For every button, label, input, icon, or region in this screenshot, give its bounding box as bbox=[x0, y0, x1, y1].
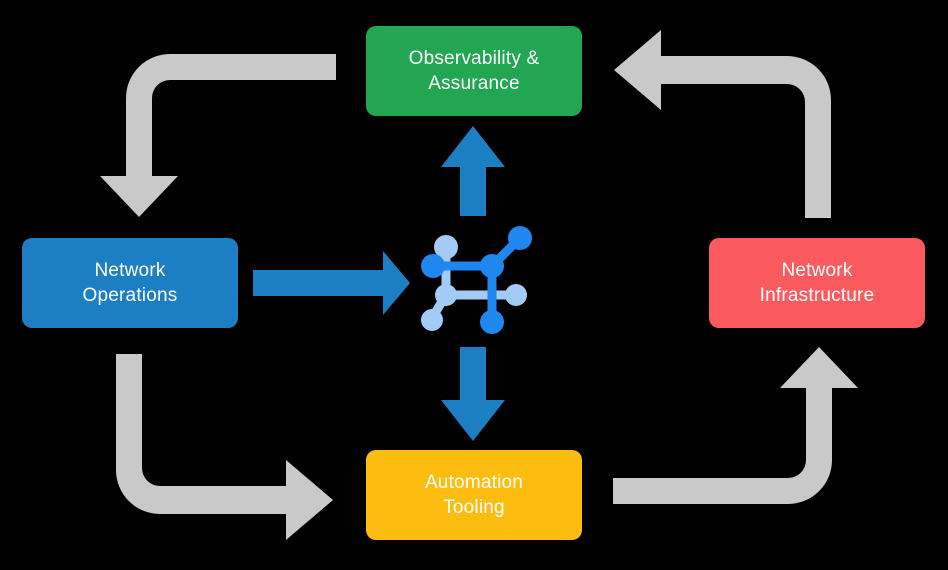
blue-arrow-center-to-automation bbox=[441, 347, 505, 441]
node-box-network-infrastructure[interactable]: Network Infrastructure bbox=[709, 238, 925, 328]
gray-arrow-automation-to-infrastructure bbox=[613, 347, 858, 504]
node-bottom-left-light bbox=[421, 309, 443, 331]
node-mid-right-light bbox=[505, 284, 527, 306]
node-box-automation-tooling[interactable]: Automation Tooling bbox=[366, 450, 582, 540]
node-box-observability[interactable]: Observability & Assurance bbox=[366, 26, 582, 116]
gray-arrow-observability-to-operations bbox=[100, 54, 336, 217]
blue-arrow-operations-to-center bbox=[253, 251, 410, 315]
node-box-network-operations[interactable]: Network Operations bbox=[22, 238, 238, 328]
gray-arrow-operations-to-automation bbox=[116, 354, 333, 540]
node-top-left bbox=[434, 235, 458, 259]
gray-arrow-infrastructure-to-observability-shape bbox=[614, 30, 831, 218]
node-left-hub bbox=[421, 254, 445, 278]
node-mid-left-light bbox=[435, 284, 457, 306]
network-icon-nodes bbox=[421, 226, 532, 334]
blue-arrow-center-to-observability bbox=[441, 126, 505, 216]
node-center-hub bbox=[480, 254, 504, 278]
node-top-right bbox=[508, 226, 532, 250]
node-bottom-center bbox=[480, 310, 504, 334]
